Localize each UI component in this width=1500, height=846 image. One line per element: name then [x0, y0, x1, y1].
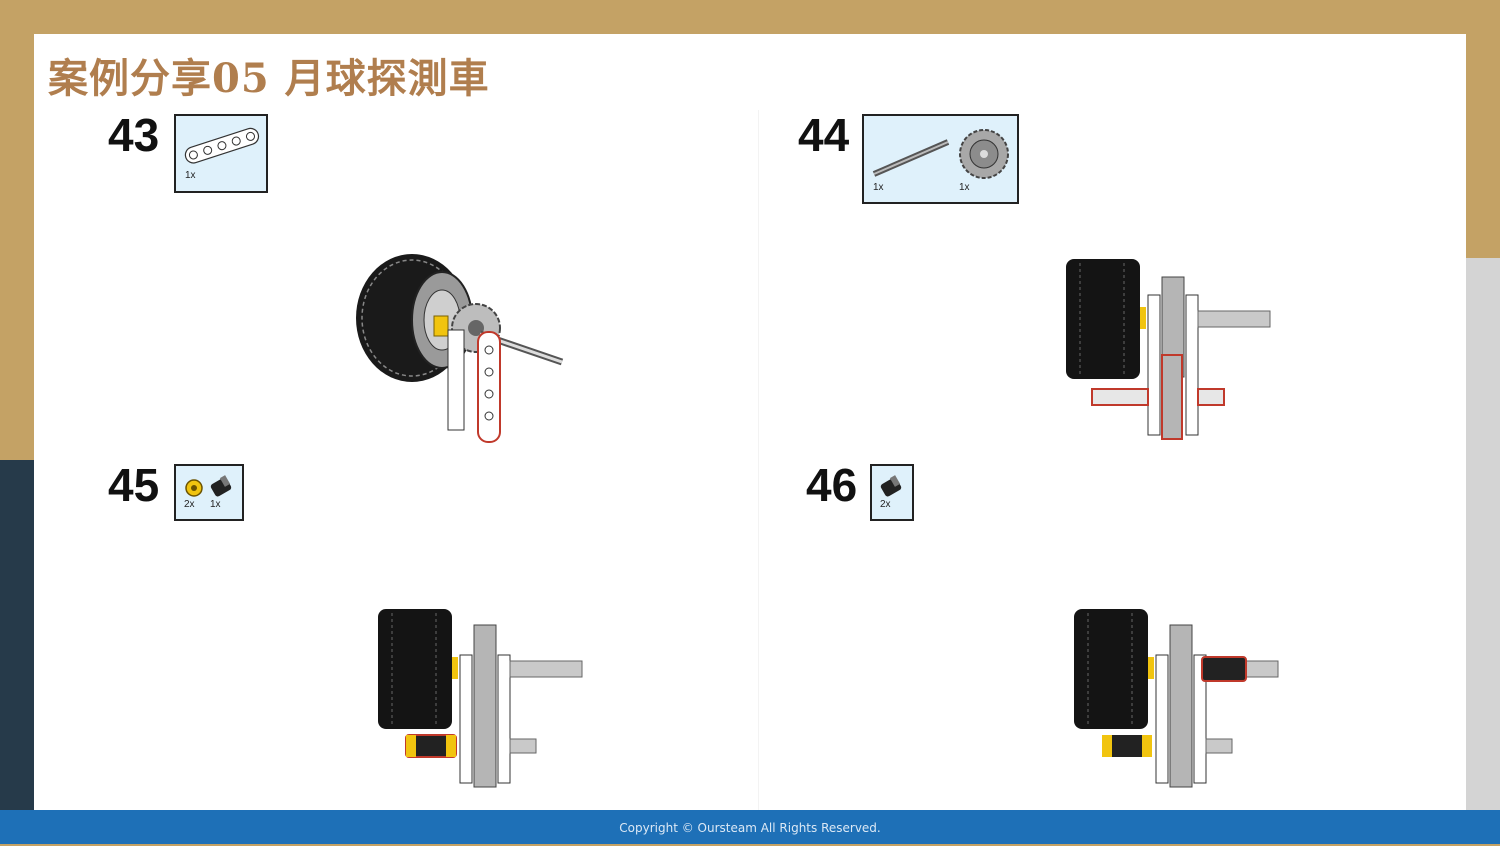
copyright-text: Copyright © Oursteam All Rights Reserved… — [619, 821, 881, 835]
step-number-44: 44 — [798, 109, 850, 161]
step-number-43: 43 — [108, 109, 160, 161]
model-step-46 — [1074, 609, 1279, 788]
slide-title: 案例分享05 月球探測車 — [48, 55, 490, 102]
yellow-bush-icon — [185, 479, 203, 497]
column-divider — [758, 110, 759, 810]
part-qty: 1x — [873, 182, 884, 193]
step-number-45: 45 — [108, 459, 160, 511]
part-qty: 1x — [185, 170, 196, 181]
axle-icon — [872, 139, 950, 177]
black-pin-icon — [210, 475, 232, 497]
white-beam-icon — [184, 127, 260, 164]
model-step-43 — [356, 254, 564, 443]
part-qty: 2x — [880, 499, 891, 510]
black-pin-icon — [880, 475, 902, 497]
parts-box-step-44: 1x 1x — [862, 114, 1019, 204]
parts-box-step-43: 1x — [174, 114, 268, 193]
parts-box-step-45: 2x 1x — [174, 464, 244, 521]
part-qty: 1x — [959, 182, 970, 193]
part-qty: 2x — [184, 499, 195, 510]
footer-bar — [0, 810, 1500, 844]
gear-icon — [959, 129, 1009, 179]
step-number-46: 46 — [806, 459, 858, 511]
model-step-45 — [378, 609, 583, 788]
parts-box-step-46: 2x — [870, 464, 914, 521]
model-step-44 — [1066, 259, 1271, 440]
part-qty: 1x — [210, 499, 221, 510]
